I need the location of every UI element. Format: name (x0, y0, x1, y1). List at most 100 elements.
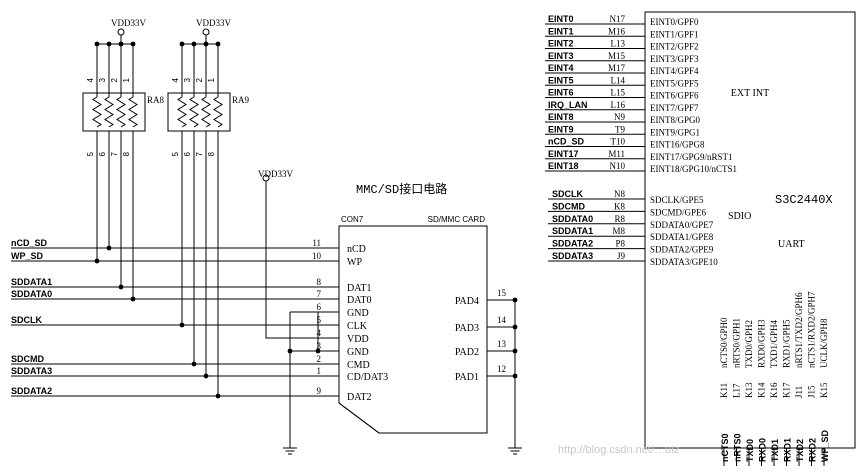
card-right-label: SD/MMC CARD (428, 215, 486, 224)
ext-int-ball: T10 (611, 137, 626, 147)
ext-int-ball: N9 (614, 112, 625, 122)
resistor-element (128, 96, 138, 128)
signal-SDDATA2: SDDATA2 (11, 386, 52, 396)
ext-int-signal: EINT9 (548, 124, 574, 134)
card-pin-name: DAT2 (347, 392, 371, 403)
ext-int-signal: EINT0 (548, 14, 574, 24)
ext-int-signal: IRQ_LAN (548, 100, 588, 110)
ext-int-ball: L16 (611, 100, 626, 110)
ext-int-func: EINT9/GPG1 (650, 127, 700, 137)
ext-int-signal: EINT8 (548, 112, 574, 122)
uart-signal: WP_SD (820, 429, 830, 462)
ra-bottom-pin: 8 (122, 151, 131, 156)
power-terminal (202, 28, 210, 36)
ext-int-ball: M15 (608, 51, 626, 61)
ext-int-ball: M16 (608, 26, 626, 36)
ext-int-signal: EINT18 (548, 161, 579, 171)
ra-bottom-pin: 6 (183, 151, 192, 156)
card-pin-number: 8 (317, 277, 322, 287)
watermark: http://blog.csdn.net/…utz (558, 444, 680, 456)
card-chamfer (338, 402, 380, 434)
ra-top-pin: 4 (171, 77, 180, 82)
sdio-signal: SDDATA3 (552, 251, 593, 261)
resistor-array-body (167, 92, 231, 132)
signal-SDDATA3: SDDATA3 (11, 366, 52, 376)
sdio-signal: SDDATA2 (552, 239, 593, 249)
sdio-func: SDCMD/GPE6 (650, 207, 707, 217)
uart-signal: RXD1 (783, 438, 793, 462)
sdio-signal: SDDATA1 (552, 226, 593, 236)
card-pad-name: PAD2 (455, 347, 479, 358)
ext-int-func: EINT17/GPG9/nRST1 (650, 152, 733, 162)
ra-bottom-pin: 5 (171, 151, 180, 156)
card-pin-name: WP (347, 257, 362, 268)
card-pin-number: 7 (317, 289, 322, 299)
uart-signal: TXD1 (770, 439, 780, 462)
ra-top-pin: 3 (98, 77, 107, 82)
resistor-element (104, 96, 114, 128)
ext-int-ball: M11 (608, 149, 625, 159)
ext-int-func: EINT6/GPF6 (650, 91, 699, 101)
card-pad-name: PAD1 (455, 372, 479, 383)
card-pad-number: 15 (497, 288, 507, 298)
resistor-array-name: RA9 (232, 95, 250, 105)
junction-dot (287, 348, 293, 354)
uart-func: nCTS1/RXD2/GPH7 (807, 291, 817, 368)
card-pin-number: 9 (317, 386, 322, 396)
ra-top-pin: 1 (122, 77, 131, 82)
uart-func: nRTS0/GPH1 (732, 318, 742, 368)
signal-SDDATA0: SDDATA0 (11, 289, 52, 299)
static-wiring (11, 11, 856, 466)
sdio-func: SDDATA3/GPE10 (650, 257, 718, 267)
ext-int-ball: L15 (611, 88, 626, 98)
ext-int-func: EINT3/GPF3 (650, 54, 699, 64)
vdd-card-wire (265, 181, 339, 339)
sdio-signal: SDCMD (552, 201, 585, 211)
chip-uart-label: UART (778, 239, 805, 250)
uart-ball: K11 (719, 383, 729, 398)
ext-int-func: EINT0/GPF0 (650, 17, 699, 27)
ext-int-signal: EINT6 (548, 88, 574, 98)
uart-ball: J15 (807, 385, 817, 398)
card-pin-number: 2 (317, 354, 322, 364)
ext-int-func: EINT4/GPF4 (650, 66, 699, 76)
uart-signal: TXD0 (745, 439, 755, 462)
resistor-element (189, 96, 199, 128)
sdio-ball: M8 (612, 226, 625, 236)
uart-func: nCTS0/GPH0 (719, 317, 729, 368)
card-pin-number: 3 (317, 341, 322, 351)
signal-nCD_SD: nCD_SD (11, 238, 48, 248)
ext-int-signal: EINT1 (548, 26, 574, 36)
ra-bottom-pin: 7 (110, 151, 119, 156)
uart-signal: RXD2 (808, 438, 818, 462)
sdio-ball: P8 (615, 239, 625, 249)
ext-int-func: EINT7/GPF7 (650, 103, 699, 113)
ext-int-signal: EINT5 (548, 75, 574, 85)
power-terminal (117, 28, 125, 36)
card-pin-number: 10 (312, 251, 322, 261)
ext-int-ball: L13 (611, 39, 626, 49)
ext-int-signal: nCD_SD (548, 137, 585, 147)
ra-top-pin: 2 (110, 77, 119, 82)
ra-bottom-pin: 8 (207, 151, 216, 156)
resistor-element (213, 96, 223, 128)
uart-signal: TXD2 (795, 439, 805, 462)
card-pin-name: VDD (347, 334, 369, 345)
card-pin-number: 1 (317, 366, 322, 376)
uart-ball: K17 (782, 382, 792, 398)
ext-int-func: EINT5/GPF5 (650, 78, 699, 88)
ra-bottom-pin: 5 (86, 151, 95, 156)
card-pin-name: nCD (347, 244, 366, 255)
card-pad-number: 12 (497, 364, 506, 374)
uart-ball: L17 (732, 383, 742, 398)
ra-top-pin: 4 (86, 77, 95, 82)
chip-sdio-label: SDIO (728, 211, 751, 222)
ra-top-pin: 1 (207, 77, 216, 82)
card-left-label: CON7 (341, 215, 364, 224)
sdio-func: SDDATA0/GPE7 (650, 220, 714, 230)
signal-WP_SD: WP_SD (11, 251, 44, 261)
sdio-func: SDDATA1/GPE8 (650, 232, 714, 242)
